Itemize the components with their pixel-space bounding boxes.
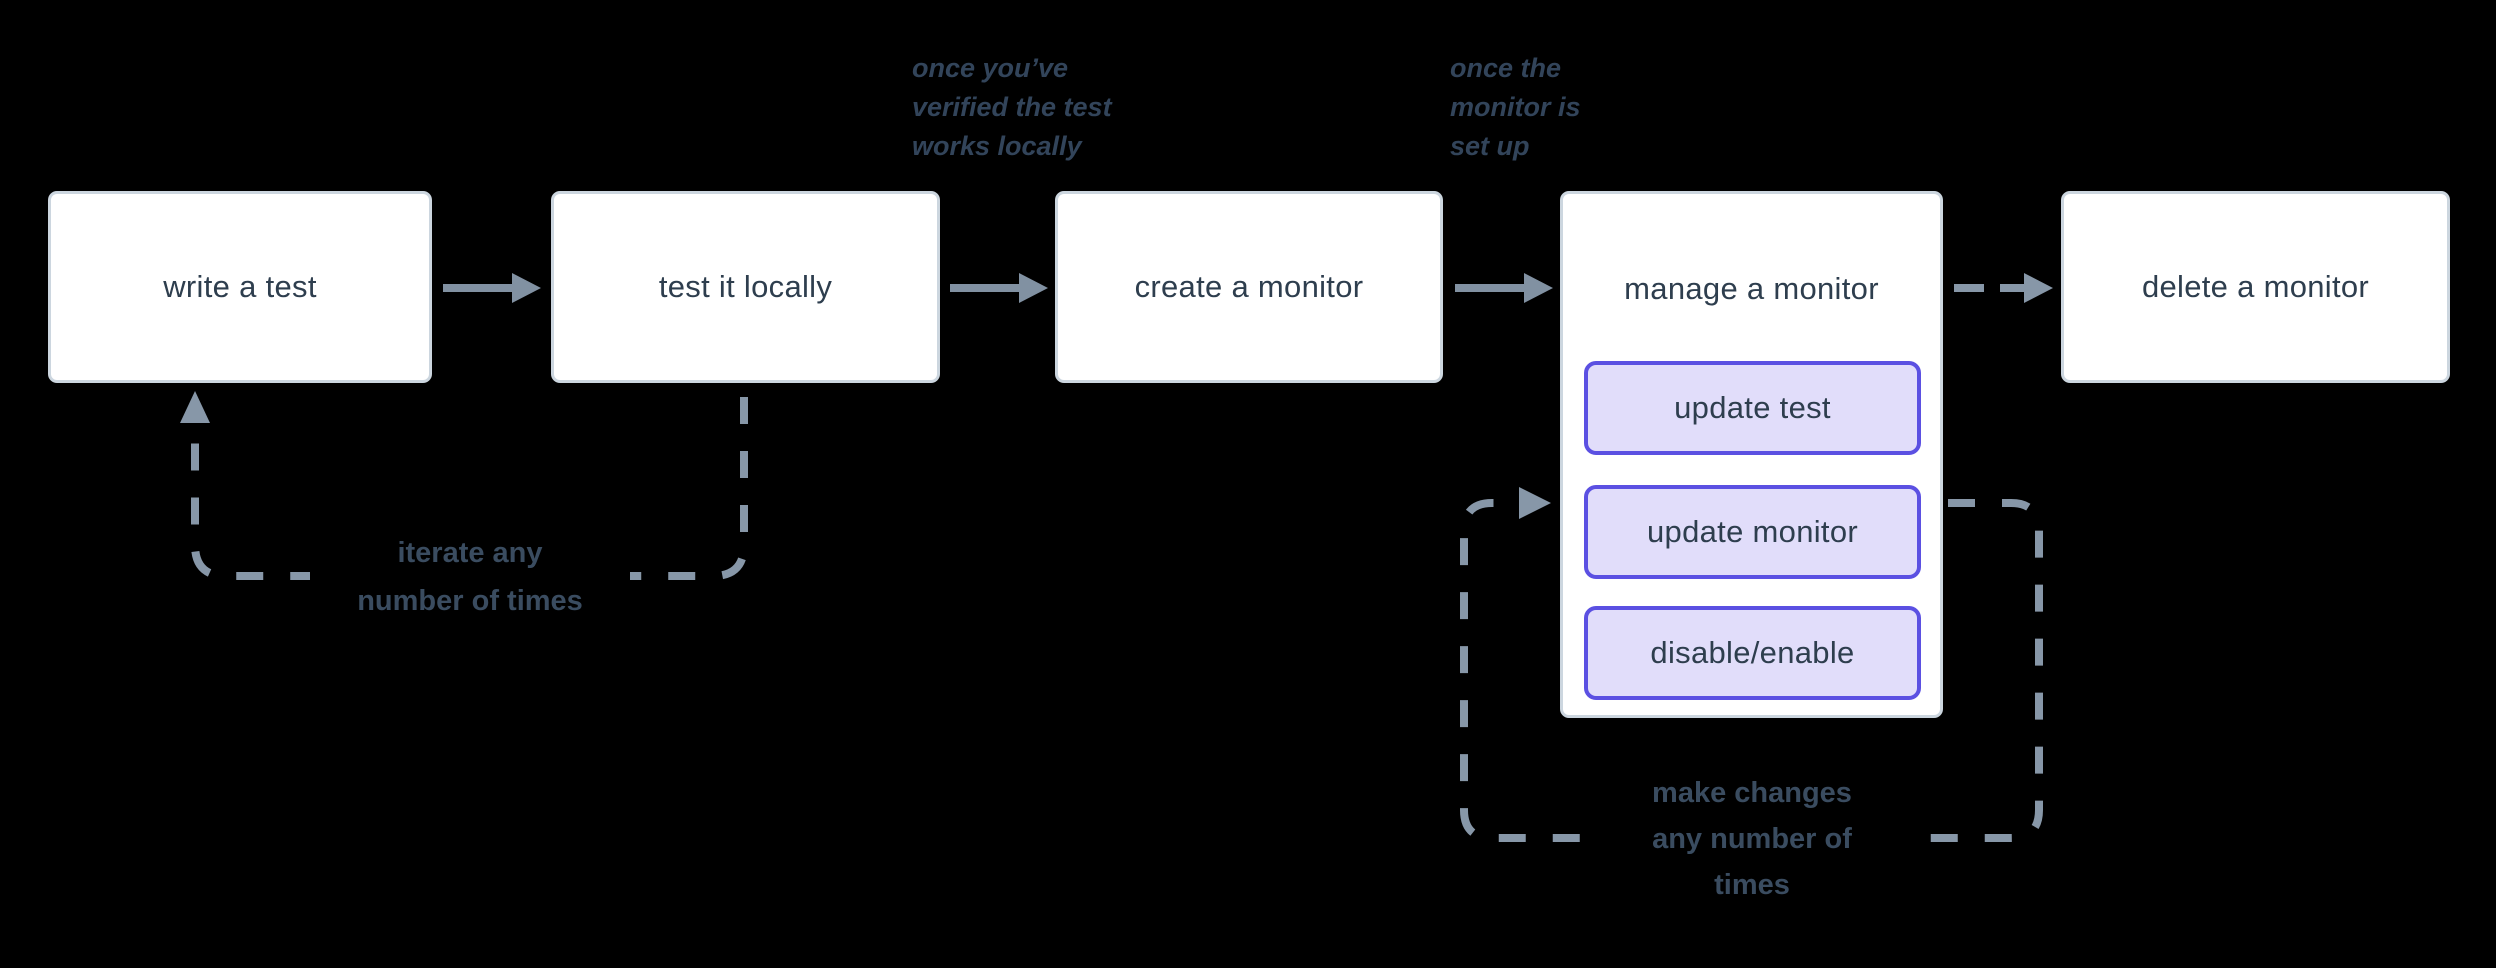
node-test-it-locally: test it locally <box>551 191 940 383</box>
label-iterate-loop-line1: iterate any <box>397 537 543 569</box>
node-create-a-monitor-label: create a monitor <box>1134 269 1364 304</box>
label-make-changes-loop-line3: times <box>1714 869 1790 901</box>
node-create-a-monitor: create a monitor <box>1055 191 1443 383</box>
node-test-it-locally-label: test it locally <box>658 269 833 304</box>
arrow-test-to-create <box>950 273 1048 303</box>
subnode-disable-enable: disable/enable <box>1584 606 1921 700</box>
annotation-once-set-up: once the monitor is set up <box>1450 49 1581 166</box>
node-delete-a-monitor: delete a monitor <box>2061 191 2450 383</box>
annotation-once-set-up-line2: monitor is <box>1450 92 1581 122</box>
node-delete-a-monitor-label: delete a monitor <box>2141 269 2370 304</box>
subnode-disable-enable-label: disable/enable <box>1650 635 1855 670</box>
loop-make-changes <box>1460 487 2043 842</box>
node-manage-a-monitor-label: manage a monitor <box>1624 270 1879 306</box>
arrow-write-to-test <box>443 273 541 303</box>
label-make-changes-loop-line2: any number of <box>1652 823 1852 855</box>
annotation-once-verified-line2: verified the test <box>912 92 1112 122</box>
arrow-create-to-manage <box>1455 273 1553 303</box>
annotation-once-set-up-line1: once the <box>1450 53 1562 83</box>
label-iterate-loop-line2: number of times <box>357 585 583 617</box>
node-manage-a-monitor-title-row: manage a monitor <box>1563 194 1940 383</box>
subnode-update-monitor-label: update monitor <box>1647 514 1858 549</box>
annotation-once-verified: once you’ve verified the test works loca… <box>912 49 1112 166</box>
node-write-a-test-label: write a test <box>163 269 317 304</box>
subnode-update-test-label: update test <box>1674 390 1831 425</box>
label-make-changes-loop: make changes any number of times <box>1592 770 1912 908</box>
arrow-manage-to-delete <box>1954 273 2053 303</box>
node-write-a-test: write a test <box>48 191 432 383</box>
node-manage-a-monitor: manage a monitor update test update moni… <box>1560 191 1943 718</box>
annotation-once-verified-line1: once you’ve <box>912 53 1069 83</box>
label-iterate-loop: iterate any number of times <box>310 529 630 625</box>
annotation-once-verified-line3: works locally <box>912 131 1082 161</box>
label-make-changes-loop-line1: make changes <box>1652 777 1852 809</box>
annotation-once-set-up-line3: set up <box>1450 131 1530 161</box>
subnode-update-monitor: update monitor <box>1584 485 1921 579</box>
subnode-update-test: update test <box>1584 361 1921 455</box>
